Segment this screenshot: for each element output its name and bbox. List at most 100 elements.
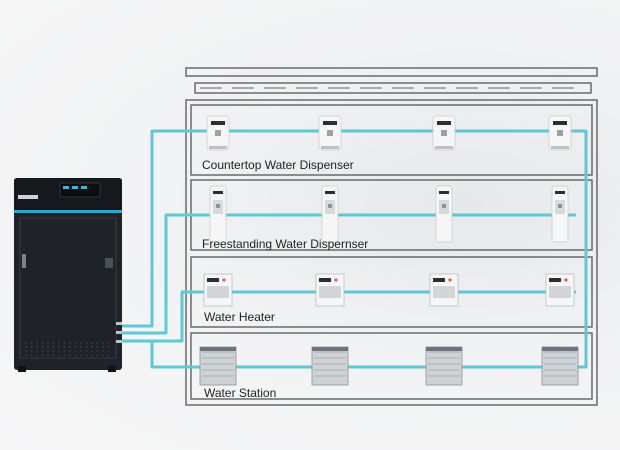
pipe-network <box>122 129 588 369</box>
display-indicator <box>81 186 87 189</box>
side-vent <box>105 258 113 268</box>
grille-hole <box>41 342 44 344</box>
grille-hole <box>58 354 60 356</box>
pipe-outlet <box>116 340 122 343</box>
water-pipe <box>122 129 588 369</box>
water-station-unit <box>541 346 579 386</box>
grille-hole <box>41 346 44 348</box>
display-indicator <box>63 186 69 189</box>
grille-hole <box>74 350 77 352</box>
grille-hole <box>80 350 82 352</box>
water-heater-unit <box>315 273 345 307</box>
cabinet-bottom-grille <box>25 342 110 356</box>
control-display <box>59 182 101 198</box>
floor-4-label: Water Station <box>204 386 277 400</box>
grille-hole <box>52 354 55 356</box>
grille-hole <box>107 346 110 348</box>
grille-hole <box>47 346 49 348</box>
water-heater-unit <box>429 273 459 307</box>
grille-hole <box>58 346 60 348</box>
grille-hole <box>36 342 38 344</box>
grille-hole <box>107 354 110 356</box>
grille-hole <box>80 346 82 348</box>
grille-hole <box>52 346 55 348</box>
central-water-cabinet <box>14 178 122 372</box>
floor-1-panel <box>190 104 593 176</box>
appliance-units <box>199 115 579 386</box>
grille-hole <box>74 354 77 356</box>
cabinet-accent-stripe <box>14 210 122 213</box>
grille-hole <box>41 354 44 356</box>
grille-hole <box>47 350 49 352</box>
freestanding-dispenser-unit <box>321 185 339 243</box>
grille-hole <box>52 350 55 352</box>
cabinet-foot <box>18 366 26 372</box>
building-outline <box>185 99 598 406</box>
grille-hole <box>107 350 110 352</box>
grille-hole <box>69 354 71 356</box>
grille-hole <box>80 342 82 344</box>
roof-vent-strip <box>194 82 592 94</box>
pipe-outlet <box>116 322 122 325</box>
water-heater-unit <box>545 273 575 307</box>
grille-hole <box>47 342 49 344</box>
cabinet-door <box>19 217 117 359</box>
grille-hole <box>30 346 33 348</box>
freestanding-dispenser-unit <box>209 185 227 243</box>
cabinet-foot <box>108 366 116 372</box>
grille-hole <box>25 354 27 356</box>
floor-2-label: Freestanding Water Dispernser <box>202 237 369 251</box>
grille-hole <box>36 346 38 348</box>
countertop-dispenser-unit <box>206 115 230 151</box>
grille-hole <box>96 350 99 352</box>
water-station-unit <box>199 346 237 386</box>
grille-hole <box>30 354 33 356</box>
grille-hole <box>63 350 66 352</box>
door-handle <box>22 254 26 268</box>
grille-hole <box>96 346 99 348</box>
pipe-outlet <box>116 331 122 334</box>
grille-hole <box>85 342 88 344</box>
grille-hole <box>96 342 99 344</box>
grille-hole <box>69 350 71 352</box>
grille-hole <box>91 354 93 356</box>
water-pipe <box>122 213 576 335</box>
grille-hole <box>69 342 71 344</box>
freestanding-dispenser-unit <box>551 185 569 243</box>
floor-1-label: Countertop Water Dispenser <box>202 158 354 172</box>
water-heater-unit <box>203 273 233 307</box>
grille-hole <box>63 346 66 348</box>
water-station-unit <box>425 346 463 386</box>
grille-hole <box>91 346 93 348</box>
grille-hole <box>107 342 110 344</box>
grille-hole <box>58 342 60 344</box>
countertop-dispenser-unit <box>432 115 456 151</box>
brand-logo <box>18 195 38 199</box>
grille-hole <box>36 354 38 356</box>
countertop-dispenser-unit <box>548 115 572 151</box>
cabinet-body <box>14 178 122 370</box>
grille-hole <box>58 350 60 352</box>
grille-hole <box>85 350 88 352</box>
grille-hole <box>63 354 66 356</box>
display-indicator <box>72 186 78 189</box>
grille-hole <box>69 346 71 348</box>
countertop-dispenser-unit <box>318 115 342 151</box>
grille-hole <box>102 342 104 344</box>
grille-hole <box>47 354 49 356</box>
grille-hole <box>96 354 99 356</box>
grille-hole <box>91 342 93 344</box>
grille-hole <box>30 350 33 352</box>
grille-hole <box>102 354 104 356</box>
grille-hole <box>102 346 104 348</box>
freestanding-dispenser-unit <box>435 185 453 243</box>
grille-hole <box>74 342 77 344</box>
floor-3-label: Water Heater <box>204 310 275 324</box>
grille-hole <box>30 342 33 344</box>
grille-hole <box>102 350 104 352</box>
grille-hole <box>74 346 77 348</box>
grille-hole <box>63 342 66 344</box>
water-station-unit <box>311 346 349 386</box>
